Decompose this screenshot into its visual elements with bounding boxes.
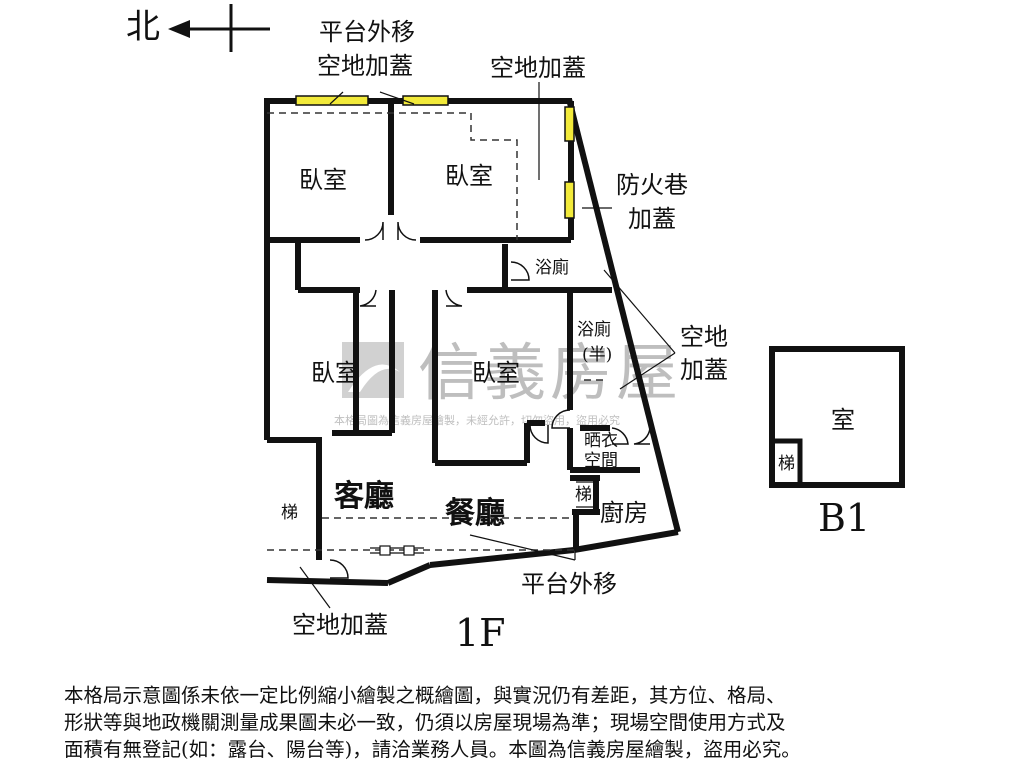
room-bedroom-3: 臥室 [311, 359, 359, 387]
door-drying-1 [611, 427, 629, 445]
leader-lines [299, 82, 676, 609]
door-front [329, 559, 349, 579]
label-balcony-moved-top: 平台外移 [319, 18, 415, 46]
room-bathroom: 浴廁 [535, 257, 569, 278]
north-arrow: 北 [126, 4, 270, 52]
window-top-left [295, 95, 369, 106]
label-open-space-right-line1: 空地 [680, 323, 728, 351]
room-half-bath-line2: (半) [582, 345, 612, 365]
label-fire-lane-line1: 防火巷 [616, 171, 688, 199]
window-top-middle [402, 95, 449, 106]
label-open-space-right-line2: 加蓋 [680, 356, 728, 384]
door-bedroom-4 [445, 289, 463, 307]
label-balcony-moved-bottom: 平台外移 [521, 570, 617, 598]
basement-plan: 室 梯 B1 [769, 346, 905, 540]
room-drying-line2: 空間 [584, 451, 618, 471]
window-east-lower [564, 181, 575, 219]
b1-stairs: 梯 [778, 454, 795, 474]
label-open-space-extension-top: 空地加蓋 [317, 52, 413, 80]
room-bedroom-1: 臥室 [299, 166, 347, 194]
arrow-head-icon [168, 20, 190, 38]
watermark-notice: 本格局圖為信義房屋繪製，未經允許，切勿盜用，盜用必究 [334, 413, 620, 427]
room-bedroom-4: 臥室 [472, 359, 520, 387]
disclaimer: 本格局示意圖係未依一定比例縮小繪製之概繪圖，與實況仍有差距，其方位、格局、 形狀… [64, 682, 964, 763]
stairs-symbol [576, 481, 594, 508]
door-bedroom-1 [364, 221, 384, 241]
room-half-bath-line1: 浴廁 [577, 319, 611, 340]
label-open-space-extension-right-top: 空地加蓋 [490, 54, 586, 82]
room-stairs-small: 梯 [575, 485, 592, 505]
disclaimer-line-3: 面積有無登記(如：露台、陽台等)，請洽業務人員。本圖為信義房屋繪製，盜用必究。 [64, 738, 801, 761]
extension-dashed-lines [267, 112, 605, 551]
room-kitchen: 廚房 [600, 499, 648, 527]
disclaimer-line-2: 形狀等與地政機關測量成果圖未必一致，仍須以房屋現場為準；現場空間使用方式及 [64, 711, 786, 734]
label-fire-lane-line2: 加蓋 [628, 205, 676, 233]
windows [295, 95, 575, 219]
doors [329, 221, 651, 579]
room-drying-line1: 晒衣 [584, 431, 618, 451]
room-dining: 餐廳 [445, 496, 505, 531]
room-stairs: 梯 [281, 503, 298, 523]
b1-room: 室 [831, 406, 855, 434]
disclaimer-line-1: 本格局示意圖係未依一定比例縮小繪製之概繪圖，與實況仍有差距，其方位、格局、 [64, 684, 786, 707]
door-half-bath [551, 409, 571, 429]
door-bathroom [510, 261, 530, 281]
north-label: 北 [126, 7, 160, 47]
floor-label-b1: B1 [818, 496, 870, 540]
entrance-glass-door [370, 545, 424, 556]
window-east-upper [564, 106, 575, 142]
floor-label-1f: 1F [455, 611, 506, 655]
door-bedroom-3 [359, 289, 377, 307]
room-living: 客廳 [334, 479, 394, 514]
door-bedroom-2 [397, 221, 417, 241]
label-open-space-extension-bottom: 空地加蓋 [292, 611, 388, 639]
room-bedroom-2: 臥室 [445, 162, 493, 190]
door-drying-2 [633, 427, 651, 445]
door-hall [529, 424, 549, 444]
